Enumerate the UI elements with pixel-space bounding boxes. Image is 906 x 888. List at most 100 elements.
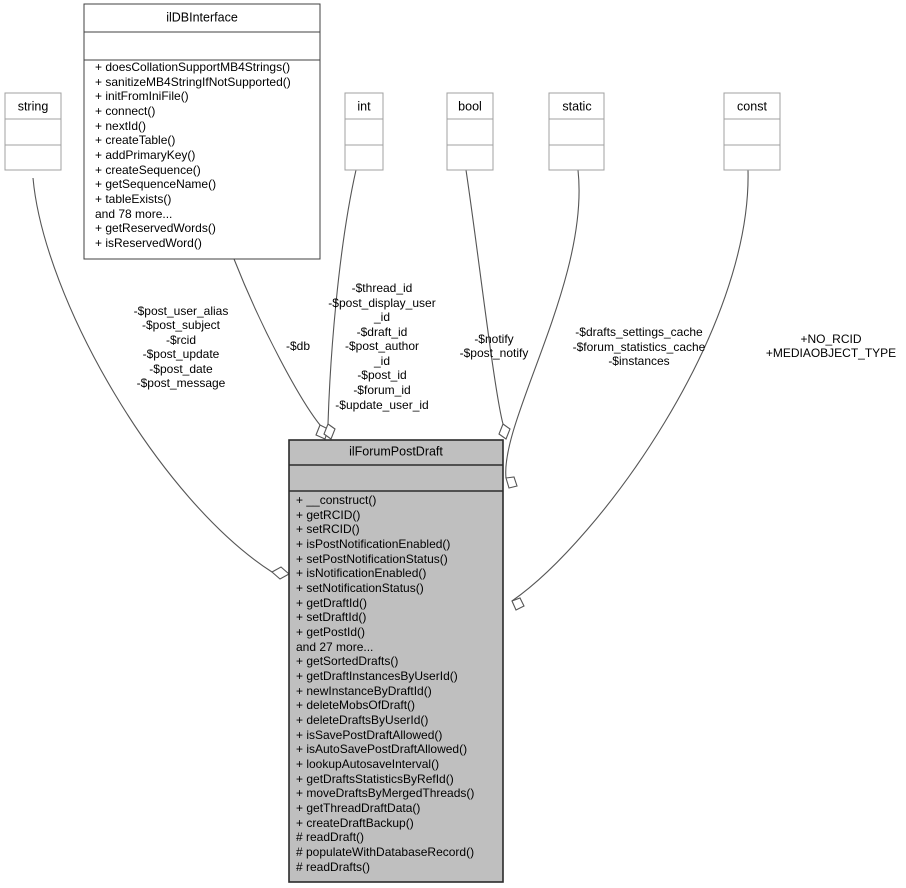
class-method: + setPostNotificationStatus() — [296, 552, 448, 566]
edge-label-line: -$post_user_alias — [134, 304, 229, 318]
aggregation-diamond-db — [315, 424, 329, 440]
edge-label-line: -$post_update — [143, 347, 220, 361]
edge-label-line: -$post_author — [345, 339, 419, 353]
edge-int-to-main — [327, 169, 357, 425]
class-method: + __construct() — [296, 493, 376, 507]
class-method: + getDraftsStatisticsByRefId() — [296, 772, 454, 786]
class-method: # readDraft() — [296, 830, 364, 844]
class-method: + deleteDraftsByUserId() — [296, 713, 428, 727]
class-method: and 78 more... — [95, 207, 172, 221]
class-box-const[interactable]: const — [723, 92, 781, 171]
class-method: + getSortedDrafts() — [296, 654, 398, 668]
edge-label-line: -$instances — [608, 354, 669, 368]
class-name-label: int — [357, 99, 371, 113]
class-method: + setNotificationStatus() — [296, 581, 424, 595]
class-method: + getRCID() — [296, 508, 360, 522]
class-box-outline — [548, 92, 605, 171]
aggregation-diamond-string — [271, 566, 290, 580]
class-method: + createSequence() — [95, 163, 201, 177]
class-method: + sanitizeMB4StringIfNotSupported() — [95, 75, 291, 89]
class-method: + lookupAutosaveInterval() — [296, 757, 439, 771]
aggregation-diamond-static — [505, 476, 518, 489]
edge-label-line: +NO_RCID — [800, 332, 861, 346]
class-method: + nextId() — [95, 119, 146, 133]
class-method: + deleteMobsOfDraft() — [296, 698, 415, 712]
class-box-outline — [83, 3, 321, 260]
edge-label-static: -$drafts_settings_cache -$forum_statisti… — [573, 325, 706, 368]
edge-label-line: -$post_id — [357, 368, 406, 382]
class-method: + newInstanceByDraftId() — [296, 684, 432, 698]
edge-label-line: -$thread_id — [352, 281, 413, 295]
class-box-outline — [4, 92, 62, 171]
class-method: + getDraftInstancesByUserId() — [296, 669, 458, 683]
edge-label-db: -$db — [286, 339, 310, 353]
edge-label-line: -$forum_id — [353, 383, 410, 397]
edge-label-line: _id — [373, 354, 390, 368]
class-method: # readDrafts() — [296, 860, 370, 874]
class-method: + createDraftBackup() — [296, 816, 414, 830]
edge-label-line: -$rcid — [166, 333, 196, 347]
class-method: + setDraftId() — [296, 610, 366, 624]
class-method: + isAutoSavePostDraftAllowed() — [296, 742, 467, 756]
class-name-label: const — [737, 99, 767, 113]
class-box-outline — [288, 439, 504, 883]
edges-layer — [32, 169, 749, 611]
edge-label-line: -$post_date — [149, 362, 213, 376]
edge-label-line: -$draft_id — [357, 325, 408, 339]
edge-label-line: -$forum_statistics_cache — [573, 340, 706, 354]
class-method: + getThreadDraftData() — [296, 801, 420, 815]
class-method: + initFromIniFile() — [95, 89, 189, 103]
class-method: + getReservedWords() — [95, 221, 216, 235]
class-method: + doesCollationSupportMB4Strings() — [95, 60, 290, 74]
edge-label-line: -$post_display_user — [328, 296, 435, 310]
class-name-label: bool — [458, 99, 482, 113]
edge-bool-to-main — [465, 169, 504, 425]
edge-label-bool: -$notify -$post_notify — [460, 332, 529, 360]
class-method: + getDraftId() — [296, 596, 367, 610]
class-box-ildbinterface[interactable]: ilDBInterface + doesCollationSupportMB4S… — [83, 3, 321, 260]
aggregation-diamond-bool — [498, 423, 511, 440]
edge-label-line: +MEDIAOBJECT_TYPE — [766, 346, 896, 360]
edge-label-const: +NO_RCID +MEDIAOBJECT_TYPE — [766, 332, 896, 360]
class-method: + isPostNotificationEnabled() — [296, 537, 450, 551]
edge-const-to-main — [511, 169, 749, 602]
class-box-int[interactable]: int — [344, 92, 384, 171]
edge-label-int: -$thread_id -$post_display_user _id -$dr… — [328, 281, 435, 412]
class-method: + isSavePostDraftAllowed() — [296, 728, 442, 742]
class-method: # populateWithDatabaseRecord() — [296, 845, 474, 859]
aggregation-diamond-const — [511, 597, 525, 611]
class-method: + getPostId() — [296, 625, 365, 639]
edge-label-line: -$update_user_id — [335, 398, 428, 412]
class-name-label: ilDBInterface — [166, 10, 238, 24]
class-method: + tableExists() — [95, 192, 171, 206]
edge-label-line: -$post_notify — [460, 346, 529, 360]
aggregation-diamond-int — [323, 423, 336, 440]
class-box-string[interactable]: string — [4, 92, 62, 171]
edge-label-line: _id — [373, 310, 390, 324]
class-name-label: static — [562, 99, 591, 113]
class-box-static[interactable]: static — [548, 92, 605, 171]
class-method: + moveDraftsByMergedThreads() — [296, 786, 474, 800]
edge-label-line: -$db — [286, 339, 310, 353]
edge-ildbinterface-to-main — [233, 258, 321, 426]
class-method: + isReservedWord() — [95, 236, 202, 250]
edge-labels-layer: -$post_user_alias -$post_subject -$rcid … — [134, 281, 897, 412]
edge-label-line: -$post_subject — [142, 318, 221, 332]
class-method: + setRCID() — [296, 522, 360, 536]
edge-label-line: -$notify — [474, 332, 513, 346]
class-box-ilforumpostdraft[interactable]: ilForumPostDraft + __construct() + getRC… — [288, 439, 504, 883]
edge-static-to-main — [505, 169, 580, 479]
edge-label-line: -$post_message — [137, 376, 226, 390]
class-name-label: ilForumPostDraft — [349, 444, 443, 458]
class-method: + createTable() — [95, 133, 175, 147]
class-box-outline — [446, 92, 494, 171]
class-box-bool[interactable]: bool — [446, 92, 494, 171]
edge-string-to-main — [32, 177, 273, 573]
class-method: + isNotificationEnabled() — [296, 566, 426, 580]
edge-label-line: -$drafts_settings_cache — [575, 325, 703, 339]
class-method: + connect() — [95, 104, 155, 118]
class-name-label: string — [18, 99, 49, 113]
class-box-outline — [723, 92, 781, 171]
